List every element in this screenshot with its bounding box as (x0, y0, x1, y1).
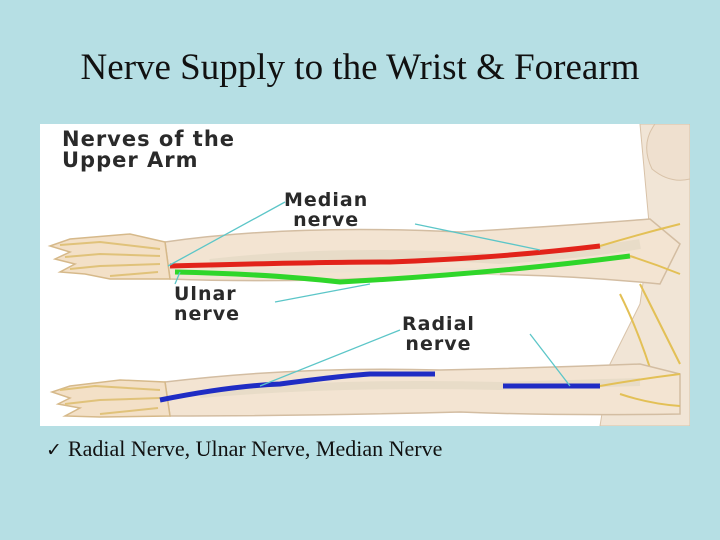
arm-illustration (47, 124, 690, 426)
median-nerve-label: Median nerve (284, 190, 368, 230)
ulnar-label-line2: nerve (174, 303, 241, 325)
diagram-heading: Nerves of the Upper Arm (62, 129, 235, 171)
ulnar-nerve-label: Ulnar nerve (174, 284, 240, 324)
check-mark-icon: ✓ (46, 439, 62, 461)
median-label-line1: Median (284, 189, 369, 211)
median-label-line2: nerve (293, 209, 360, 231)
radial-nerve-label: Radial nerve (402, 314, 475, 354)
bullet-item: ✓Radial Nerve, Ulnar Nerve, Median Nerve (46, 434, 442, 465)
lower-arm (164, 363, 681, 417)
radial-label-line1: Radial (402, 313, 475, 335)
radial-nerve-path-forearm (159, 371, 435, 403)
bullet-text: Radial Nerve, Ulnar Nerve, Median Nerve (67, 436, 443, 461)
slide-title: Nerve Supply to the Wrist & Forearm (80, 47, 640, 88)
median-leader-line (167, 201, 286, 267)
median-nerve-path (169, 243, 601, 269)
ulnar-leader-line (274, 283, 371, 303)
diagram-heading-line2: Upper Arm (62, 148, 199, 172)
nerve-diagram: Nerves of the Upper Arm Median nerve Uln… (40, 124, 690, 426)
diagram-heading-line1: Nerves of the (62, 127, 236, 151)
head-shape (646, 124, 690, 181)
ulnar-nerve-path (174, 253, 631, 285)
ulnar-label-line1: Ulnar (174, 283, 237, 305)
radial-leader-line (259, 329, 401, 387)
radial-label-line2: nerve (405, 333, 472, 355)
